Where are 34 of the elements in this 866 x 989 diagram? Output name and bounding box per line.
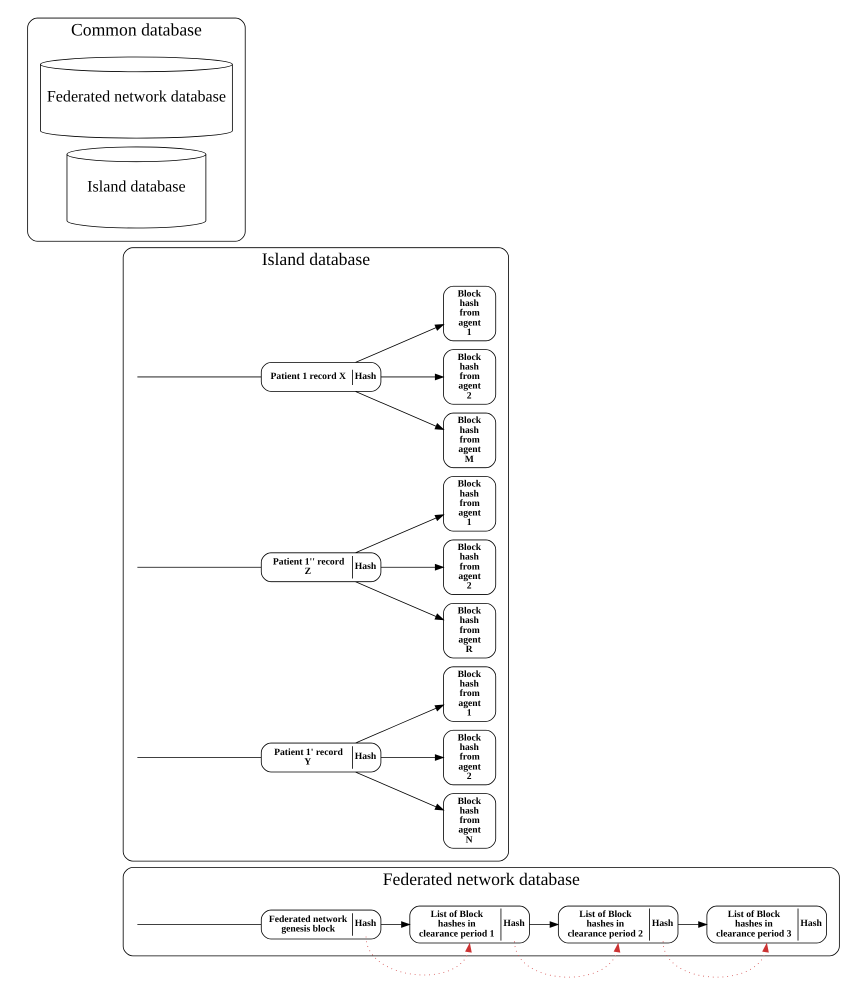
arrow	[677, 921, 708, 928]
connector	[136, 924, 262, 925]
node-box: Block hash from agent 2	[442, 349, 496, 405]
arrow	[380, 754, 444, 761]
node-box: Block hash from agent M	[442, 412, 496, 468]
node-box: Block hash from agent N	[442, 793, 496, 849]
arrow	[354, 514, 444, 554]
node-box: List of Block hashes in clearance period 3 Hash	[706, 906, 826, 944]
node-box: Block hash from agent 1	[442, 666, 496, 722]
connector	[136, 566, 262, 568]
node-box: Block hash from agent R	[442, 602, 496, 658]
arrow	[354, 324, 444, 363]
node-box: Block hash from agent 1	[442, 476, 496, 532]
arrow	[380, 564, 444, 571]
arrow	[354, 391, 444, 430]
arrow	[662, 941, 768, 978]
arrow	[528, 921, 559, 928]
node-box: Patient 1 record X Hash	[260, 362, 381, 392]
arrow	[380, 374, 444, 380]
arrow	[514, 941, 620, 978]
node-box: List of Block hashes in clearance period 1 Hash	[408, 906, 530, 944]
arrow	[354, 581, 444, 620]
node-box: Block hash from agent 2	[442, 540, 496, 595]
arrow	[354, 704, 444, 744]
arrow	[365, 936, 472, 976]
arrow	[380, 921, 410, 928]
node-box: List of Block hashes in clearance period 2 Hash	[557, 906, 678, 944]
node-box: Block hash from agent 1	[442, 286, 496, 342]
connector	[136, 757, 262, 758]
connector	[136, 376, 262, 378]
node-box: Block hash from agent 2	[442, 730, 496, 786]
node-box: Patient 1' record Y Hash	[260, 742, 381, 772]
arrow	[354, 772, 444, 811]
node-box: Patient 1'' record Z Hash	[260, 552, 381, 582]
